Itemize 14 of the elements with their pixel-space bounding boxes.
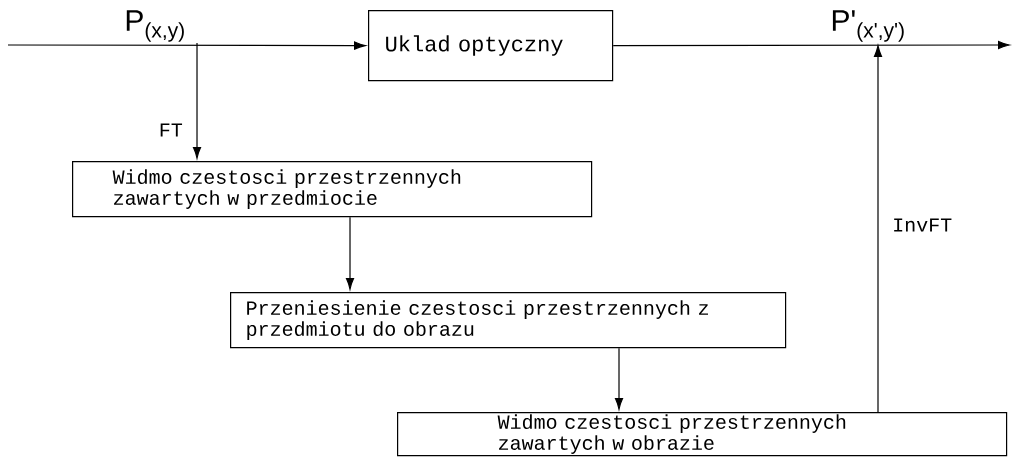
signal-label: P$_{(x,y)}$ [126,10,184,42]
process-box: Widmo czestosci przestrzennych zawartych w obrazie [397,412,1008,457]
arrow [192,42,202,159]
arrow [7,41,366,50]
arrow [612,40,1010,50]
process-box: Uklad optyczny [368,10,614,82]
edge-label: InvFT [890,216,955,234]
arrow [614,347,624,410]
arrow [345,216,355,290]
arrow [873,45,883,413]
process-box: Widmo czestosci przestrzennych zawartych w przedmiocie [72,161,593,218]
process-box: Przeniesienie czestosci przestrzennych z przedmiotu do obrazu [230,292,787,349]
edge-label: FT [156,121,185,139]
signal-label: P'$_{(x',y')}$ [832,10,904,42]
